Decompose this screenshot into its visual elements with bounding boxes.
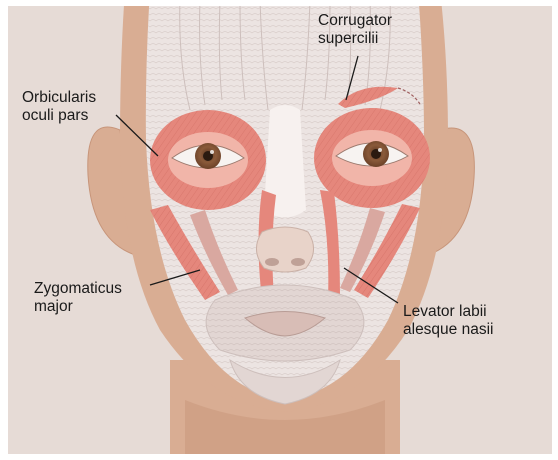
nose-tip bbox=[256, 227, 313, 272]
label-levator: Levator labii alesque nasii bbox=[403, 303, 493, 339]
label-corrugator: Corrugator supercilii bbox=[318, 12, 392, 48]
label-orbicularis: Orbicularis oculi pars bbox=[22, 89, 96, 125]
label-zygomaticus: Zygomaticus major bbox=[34, 280, 122, 316]
